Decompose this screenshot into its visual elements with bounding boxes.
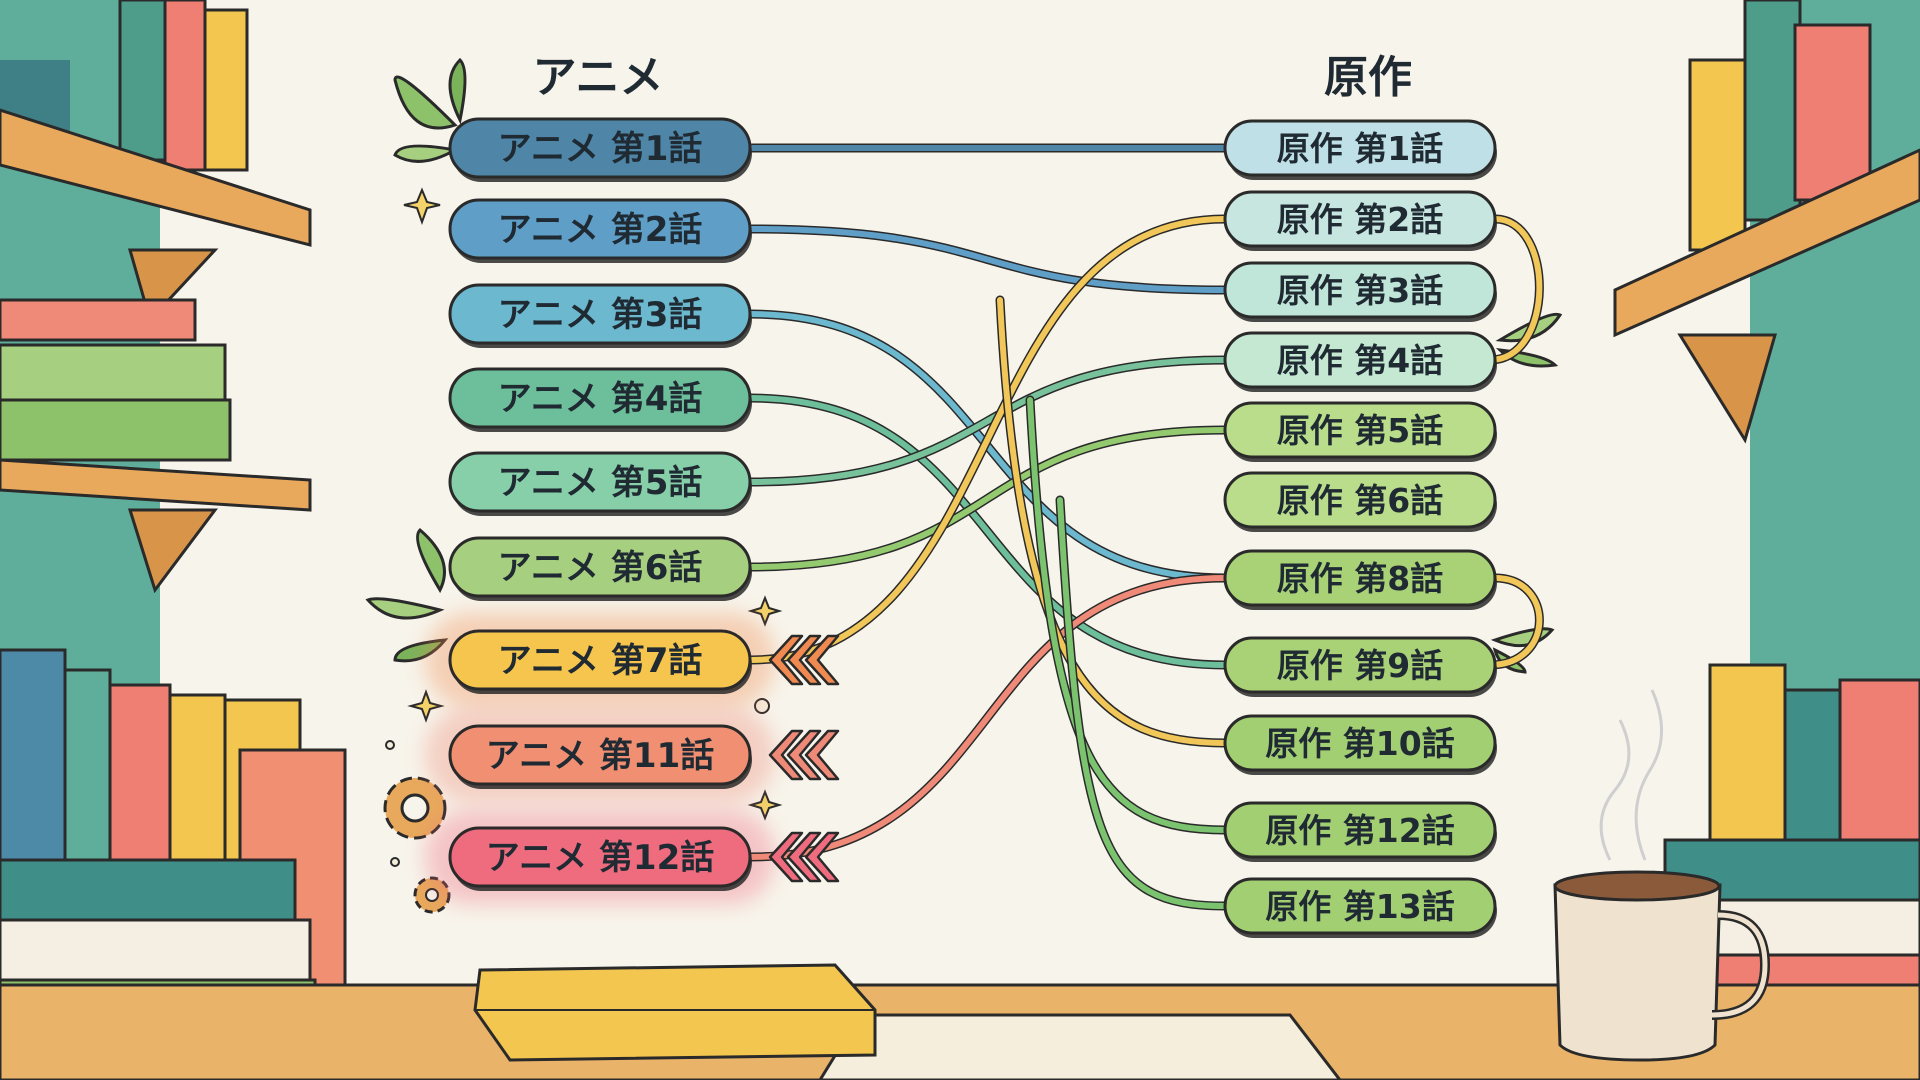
episode-link (747, 216, 1228, 663)
anime-episode-node[interactable]: アニメ 第7話 (448, 629, 752, 694)
episode-link (1057, 497, 1228, 909)
leaf-icon (393, 57, 467, 163)
node-label: アニメ 第3話 (498, 295, 703, 335)
node-pill (448, 826, 752, 888)
episode-link (747, 357, 1228, 485)
loop-link (1487, 575, 1543, 668)
node-pill (1223, 190, 1497, 248)
node-label: アニメ 第4話 (498, 379, 703, 419)
anime-episode-node[interactable]: アニメ 第1話 (448, 117, 752, 182)
sparkle-icon (385, 187, 783, 867)
source-column-heading: 原作 (1324, 52, 1412, 103)
source-episode-node[interactable]: 原作 第12話 (1223, 801, 1497, 862)
source-episode-node[interactable]: 原作 第5話 (1223, 401, 1497, 462)
left-bookshelf-icon (0, 0, 347, 1037)
anime-episode-node[interactable]: アニメ 第2話 (448, 198, 752, 263)
anime-episode-node[interactable]: アニメ 第4話 (448, 367, 752, 432)
chevron-icon (768, 634, 840, 686)
node-pill (1223, 261, 1497, 319)
node-label: 原作 第1話 (1277, 129, 1443, 168)
chevron-markers (768, 634, 840, 883)
node-label: アニメ 第2話 (498, 210, 703, 250)
chevron-icon (768, 831, 840, 883)
node-label: アニメ 第6話 (498, 548, 703, 588)
mug-icon (1553, 689, 1771, 1062)
episode-link (747, 427, 1228, 570)
node-pill (448, 451, 752, 513)
node-label: 原作 第6話 (1277, 481, 1443, 520)
source-episode-node[interactable]: 原作 第9話 (1223, 636, 1497, 697)
node-pill (1223, 636, 1497, 694)
node-pill (1223, 714, 1497, 772)
episode-links (745, 143, 1544, 911)
node-label: 原作 第12話 (1265, 811, 1454, 850)
node-label: 原作 第4話 (1277, 341, 1443, 380)
node-pill (448, 283, 752, 345)
node-label: アニメ 第7話 (498, 641, 703, 681)
book-icon (473, 963, 877, 1062)
episode-link (747, 575, 1228, 860)
node-label: アニメ 第1話 (498, 129, 703, 169)
node-pill (1223, 877, 1497, 935)
node-label: 原作 第13話 (1265, 887, 1454, 926)
source-episode-node[interactable]: 原作 第10話 (1223, 714, 1497, 775)
source-episode-node[interactable]: 原作 第2話 (1223, 190, 1497, 251)
episode-link (747, 395, 1228, 668)
node-pill (448, 724, 752, 786)
node-pill (1223, 471, 1497, 529)
node-label: 原作 第3話 (1277, 271, 1443, 310)
anime-column-heading: アニメ (532, 52, 663, 103)
node-pill (1223, 549, 1497, 607)
source-episode-node[interactable]: 原作 第1話 (1223, 119, 1497, 180)
source-episode-node[interactable]: 原作 第8話 (1223, 549, 1497, 610)
node-pill (448, 367, 752, 429)
anime-episode-node[interactable]: アニメ 第12話 (448, 826, 752, 891)
node-pill (448, 629, 752, 691)
anime-episode-node[interactable]: アニメ 第3話 (448, 283, 752, 348)
anime-episode-node[interactable]: アニメ 第6話 (448, 536, 752, 601)
source-episode-node[interactable]: 原作 第4話 (1223, 331, 1497, 392)
chevron-icon (768, 729, 840, 781)
node-label: 原作 第10話 (1265, 724, 1454, 763)
node-pill (448, 117, 752, 179)
node-label: 原作 第2話 (1277, 200, 1443, 239)
source-episode-node[interactable]: 原作 第3話 (1223, 261, 1497, 322)
anime-episode-node[interactable]: アニメ 第11話 (448, 724, 752, 789)
node-label: アニメ 第12話 (486, 838, 714, 878)
node-pill (448, 536, 752, 598)
source-episode-node[interactable]: 原作 第6話 (1223, 471, 1497, 532)
episode-link (1027, 397, 1228, 833)
episode-link (747, 226, 1228, 293)
node-pill (1223, 331, 1497, 389)
node-pill (1223, 801, 1497, 859)
node-label: 原作 第5話 (1277, 411, 1443, 450)
node-pill (448, 198, 752, 260)
loop-link (1487, 216, 1543, 363)
node-label: アニメ 第11話 (486, 736, 714, 776)
source-episode-node[interactable]: 原作 第13話 (1223, 877, 1497, 938)
node-pill (1223, 119, 1497, 177)
node-label: 原作 第9話 (1277, 646, 1443, 685)
anime-episode-node[interactable]: アニメ 第5話 (448, 451, 752, 516)
node-label: アニメ 第5話 (498, 463, 703, 503)
node-label: 原作 第8話 (1277, 559, 1443, 598)
node-pill (1223, 401, 1497, 459)
